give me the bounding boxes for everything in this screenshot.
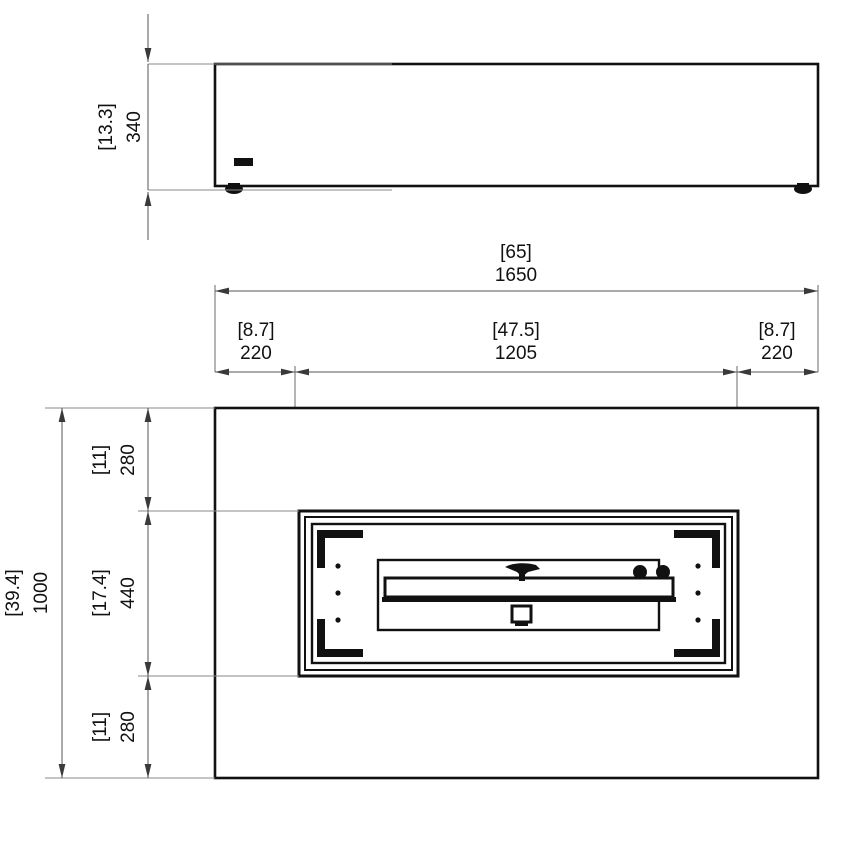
dim-label-height-metric: 340 [124,111,145,143]
burner-control-box-icon [510,604,533,626]
dim-label-burner-width-imperial: [47.5] [492,320,540,341]
front-elevation-view: [13.3] 340 [96,14,820,240]
top-plan-view [213,406,820,780]
dim-label-burner-depth-metric: 440 [118,577,139,609]
elevation-foot-right [794,183,812,194]
dim-label-top-margin-metric: 280 [118,444,139,476]
burner-corner-brackets [317,530,720,657]
dim-label-width-metric: 1650 [495,265,537,286]
horizontal-dimension-block: [65] 1650 [8.7] 220 [47.5] 1205 [8.7] 22… [214,242,819,512]
dim-label-right-margin-metric: 220 [761,343,793,364]
elevation-foot-left [225,183,243,194]
dim-label-bottom-margin-metric: 280 [118,711,139,743]
burner-trough-lip [382,597,676,602]
burner-fixing-dots-right [695,563,701,623]
elevation-body-outline [213,62,820,188]
elevation-control-port [234,158,253,166]
dim-label-depth-imperial: [39.4] [3,569,24,617]
vertical-dimension-block: [39.4] 1000 [11] 280 [17.4] 440 [11] 280 [3,407,299,779]
burner-assembly [297,509,740,678]
burner-trough [383,576,675,599]
dim-label-left-margin-imperial: [8.7] [238,320,275,341]
burner-fixing-dots-left [335,563,341,623]
dim-label-right-margin-imperial: [8.7] [759,320,796,341]
dim-label-burner-width-metric: 1205 [495,343,537,364]
burner-fill-spout-icon [505,563,540,581]
dim-label-top-margin-imperial: [11] [90,445,111,475]
dim-label-bottom-margin-imperial: [11] [90,712,111,742]
burner-ignition-nodes [633,565,670,579]
dim-label-width-imperial: [65] [500,242,532,263]
dim-label-height-imperial: [13.3] [96,103,117,151]
dim-label-depth-metric: 1000 [31,572,52,614]
dim-label-left-margin-metric: 220 [240,343,272,364]
dim-label-burner-depth-imperial: [17.4] [90,569,111,617]
